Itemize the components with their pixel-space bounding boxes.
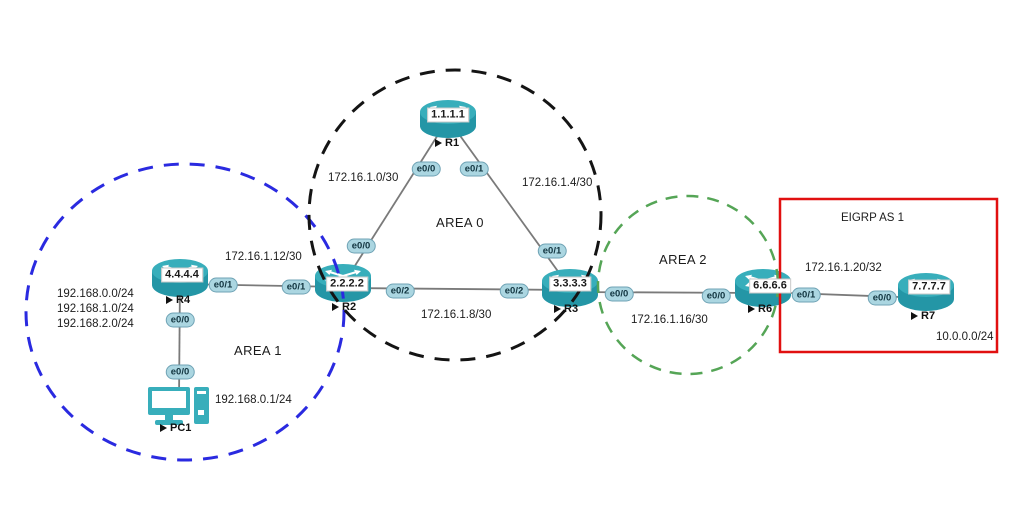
eigrp-as-label: EIGRP AS 1	[841, 212, 905, 224]
pc-icon-pc1[interactable]	[148, 387, 209, 425]
device-name-r7[interactable]: R7	[911, 310, 935, 322]
interface-badge-r3-e0-1[interactable]: e0/1	[537, 243, 567, 259]
interface-badge-r4-e0-1[interactable]: e0/1	[208, 277, 238, 293]
network-label-r3-r6: 172.16.1.16/30	[631, 314, 708, 326]
loopback-label-r1[interactable]: 1.1.1.1	[427, 107, 469, 123]
device-name-r6[interactable]: R6	[748, 303, 772, 315]
subnet-item: 192.168.0.0/24	[57, 288, 134, 300]
device-name-text: R6	[758, 303, 773, 315]
link-r3-r6[interactable]	[569, 291, 764, 294]
interface-badge-pc1-e0-0[interactable]: e0/0	[165, 364, 195, 380]
device-marker-icon	[332, 303, 339, 311]
device-name-text: R4	[176, 294, 191, 306]
device-name-r3[interactable]: R3	[554, 303, 578, 315]
loopback-label-r2[interactable]: 2.2.2.2	[326, 276, 368, 292]
link-r4-pc1[interactable]	[178, 277, 181, 401]
interface-badge-r1-e0-0[interactable]: e0/0	[411, 161, 441, 177]
area1-boundary-circle	[24, 162, 346, 462]
network-label-pc1-ip: 192.168.0.1/24	[215, 394, 292, 406]
interface-badge-r6-e0-1[interactable]: e0/1	[791, 287, 821, 303]
device-marker-icon	[166, 296, 173, 304]
device-name-text: R3	[564, 303, 579, 315]
interface-badge-r2-e0-1[interactable]: e0/1	[281, 279, 311, 295]
interface-badge-r7-e0-0[interactable]: e0/0	[867, 290, 897, 306]
network-label-r1-r2: 172.16.1.0/30	[328, 172, 399, 184]
interface-badge-r1-e0-1[interactable]: e0/1	[459, 161, 489, 177]
loopback-label-r4[interactable]: 4.4.4.4	[161, 267, 203, 283]
interface-badge-r3-e0-2[interactable]: e0/2	[499, 283, 529, 299]
network-label-r4-r2: 172.16.1.12/30	[225, 251, 302, 263]
interface-badge-r2-e0-2[interactable]: e0/2	[385, 283, 415, 299]
device-marker-icon	[911, 312, 918, 320]
loopback-label-r3[interactable]: 3.3.3.3	[549, 276, 591, 292]
interface-badge-r2-e0-0[interactable]: e0/0	[346, 238, 376, 254]
network-label-r2-r3: 172.16.1.8/30	[421, 309, 492, 321]
device-name-r4[interactable]: R4	[166, 294, 190, 306]
interface-badge-r3-e0-0[interactable]: e0/0	[604, 286, 634, 302]
device-name-r1[interactable]: R1	[435, 137, 459, 149]
device-name-pc1[interactable]: PC1	[160, 422, 191, 434]
link-r2-r3[interactable]	[343, 287, 571, 291]
loopback-label-r7[interactable]: 7.7.7.7	[908, 279, 950, 295]
device-name-r2[interactable]: R2	[332, 301, 356, 313]
area0-label: AREA 0	[436, 215, 484, 230]
subnet-item: 192.168.1.0/24	[57, 303, 134, 315]
device-marker-icon	[554, 305, 561, 313]
area2-label: AREA 2	[659, 252, 707, 267]
device-name-text: R7	[921, 310, 936, 322]
device-marker-icon	[435, 139, 442, 147]
area1-label: AREA 1	[234, 343, 282, 358]
device-name-text: PC1	[170, 422, 192, 434]
interface-badge-r6-e0-0[interactable]: e0/0	[701, 288, 731, 304]
device-marker-icon	[748, 305, 755, 313]
link-r1-r2[interactable]	[343, 118, 449, 284]
network-label-r7-lan: 10.0.0.0/24	[936, 331, 994, 343]
area1-subnet-list: 192.168.0.0/24 192.168.1.0/24 192.168.2.…	[57, 287, 134, 332]
device-name-text: R2	[342, 301, 357, 313]
network-label-r1-r3: 172.16.1.4/30	[522, 177, 593, 189]
subnet-item: 192.168.2.0/24	[57, 318, 134, 330]
interface-badge-r4-e0-0[interactable]: e0/0	[165, 312, 195, 328]
area0-boundary-circle	[307, 68, 603, 362]
link-r1-r3[interactable]	[447, 118, 571, 289]
device-name-text: R1	[445, 137, 460, 149]
loopback-label-r6[interactable]: 6.6.6.6	[749, 278, 791, 294]
device-marker-icon	[160, 424, 167, 432]
network-label-r6-r7: 172.16.1.20/32	[805, 262, 882, 274]
eigrp-boundary-box	[778, 197, 999, 354]
